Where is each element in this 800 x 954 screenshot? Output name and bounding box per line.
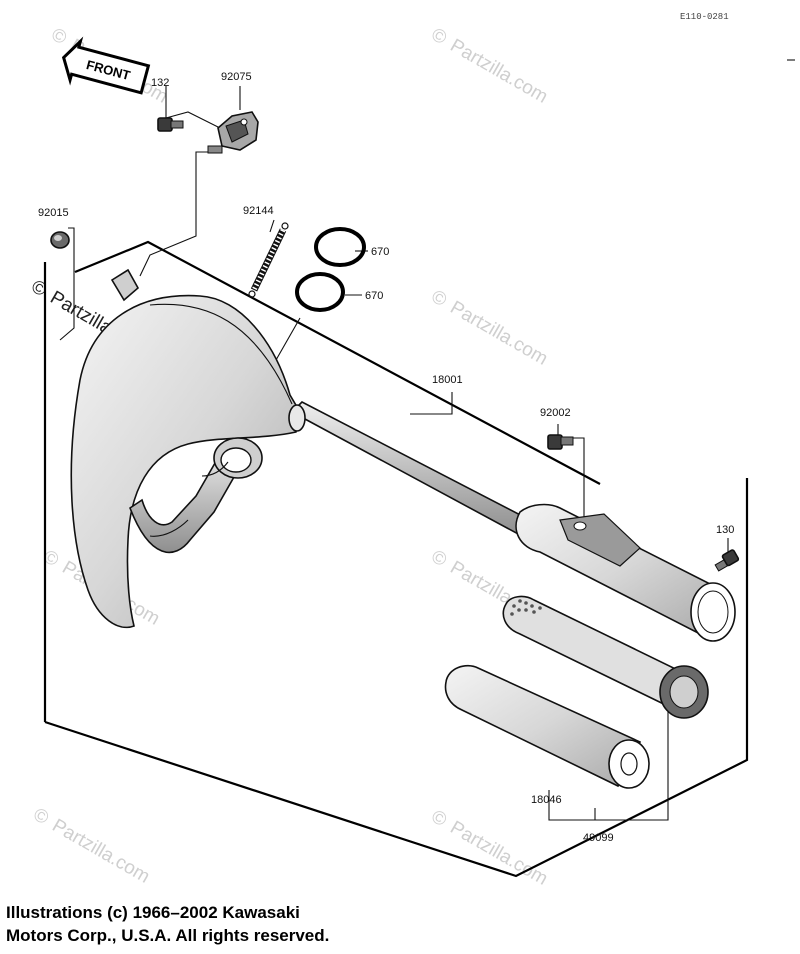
label-18001: 18001 [432,374,463,386]
drawing-code: E110-0281 [680,12,729,22]
label-92075: 92075 [221,71,252,83]
label-132: 132 [151,77,169,89]
silencer-packing-18046 [444,664,650,789]
label-18046: 18046 [531,794,562,806]
svg-text:Partzilla.com: Partzilla.com [447,297,552,370]
bolt-130 [714,549,740,572]
label-92015: 92015 [38,207,69,219]
svg-text:©: © [48,24,71,49]
leader-lines [59,86,729,821]
copyright-line-1: Illustrations (c) 1966–2002 Kawasaki [6,903,300,922]
expansion-chamber-18001 [70,268,532,629]
oring-lower-670 [295,272,345,312]
bolt-132 [157,117,184,132]
svg-text:©: © [40,546,63,571]
label-670-lower: 670 [365,290,383,302]
copyright-line-2: Motors Corp., U.S.A. All rights reserved… [6,926,330,945]
bracket-92075 [207,111,259,154]
svg-text:©: © [428,286,451,311]
svg-text:©: © [28,276,51,301]
front-arrow: FRONT [61,36,151,95]
watermark: © Partzilla.com [30,804,154,888]
bolt-92002 [547,434,574,450]
svg-text:©: © [30,804,53,829]
watermark: © Partzilla.com [428,286,552,370]
svg-text:Partzilla.com: Partzilla.com [49,815,154,888]
svg-text:©: © [428,24,451,49]
label-92002: 92002 [540,407,571,419]
assembly-outline-bottom [44,478,749,878]
label-670-upper: 670 [371,246,389,258]
svg-text:Partzilla.com: Partzilla.com [447,817,552,890]
oring-upper-670 [314,227,366,267]
muffler-canister [515,503,736,642]
label-49099: 49099 [583,832,614,844]
watermark: © Partzilla.com [428,806,552,890]
copyright-notice: Illustrations (c) 1966–2002 Kawasaki Mot… [6,901,329,947]
nut-92015 [50,231,70,249]
assembly-outline-top [74,240,601,485]
label-92144: 92144 [243,205,274,217]
svg-text:Partzilla.com: Partzilla.com [447,35,552,108]
perforated-core [502,595,709,719]
spring-92144 [248,222,289,298]
svg-text:©: © [428,546,451,571]
watermark: © Partzilla.com [428,24,552,108]
label-130: 130 [716,524,734,536]
svg-text:©: © [428,806,451,831]
